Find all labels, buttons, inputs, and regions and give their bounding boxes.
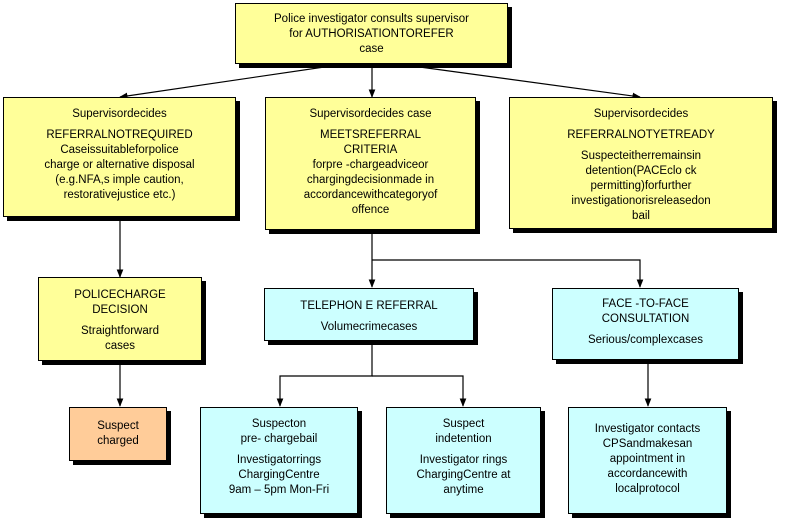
node-line: ChargingCentre at xyxy=(416,468,511,481)
node-line: for AUTHORISATIONTOREFER xyxy=(289,27,454,40)
node-suspect-charged: Suspect charged xyxy=(69,407,167,461)
node-line: accordancewith xyxy=(607,467,688,480)
node-heading: POLICECHARGE xyxy=(74,289,166,301)
arrow-meets-to-face-to-face xyxy=(372,259,644,288)
node-line: ChargingCentre xyxy=(238,468,320,481)
node-heading: REFERRALNOTYETREADY xyxy=(567,128,715,141)
node-title: Supervisordecides xyxy=(72,108,167,120)
node-line: charged xyxy=(97,434,139,447)
node-heading: REFERRALNOTREQUIRED xyxy=(46,128,193,141)
node-line: anytime xyxy=(443,483,484,496)
node-line: offence xyxy=(351,203,390,216)
node-line: CPSandmakesan xyxy=(602,437,693,450)
node-line: detention(PACEclo ck xyxy=(585,164,697,177)
node-consult-supervisor: Police investigator consults supervisor … xyxy=(235,3,508,64)
node-line: permitting)forfurther xyxy=(590,179,692,192)
node-referral-not-yet-ready: Supervisordecides REFERRALNOTYETREADY Su… xyxy=(509,97,773,229)
node-line: Suspecteitherremainsin xyxy=(580,149,702,162)
node-line: Serious/complexcases xyxy=(587,333,704,346)
node-line: restorativejustice etc.) xyxy=(63,188,176,201)
node-heading: Suspect xyxy=(442,418,485,430)
node-line: chargingdecisionmade in xyxy=(306,173,435,186)
node-line: forpre -chargeadviceor xyxy=(312,158,429,171)
arrow-top-to-not-yet-ready xyxy=(404,64,641,100)
node-line: (e.g.NFA,s imple caution, xyxy=(55,173,184,186)
arrow-telephone-to-detention xyxy=(372,375,467,407)
node-face-to-face-consultation: FACE -TO-FACE CONSULTATION Serious/compl… xyxy=(552,288,739,360)
node-line: Straightforward xyxy=(81,324,159,337)
node-heading: Suspecton xyxy=(251,418,307,430)
node-title: Supervisordecides xyxy=(593,108,689,120)
node-suspect-on-bail: Suspecton pre- chargebail Investigatorri… xyxy=(200,407,358,514)
node-heading: DECISION xyxy=(92,303,148,316)
node-line: Suspect xyxy=(97,420,139,432)
node-heading: CONSULTATION xyxy=(601,312,690,325)
node-line: Police investigator consults supervisor xyxy=(274,13,469,25)
node-heading: indetention xyxy=(435,432,492,445)
node-line: Investigator contacts xyxy=(594,423,701,435)
node-police-charge-decision: POLICECHARGE DECISION Straightforward ca… xyxy=(38,277,202,361)
node-referral-not-required: Supervisordecides REFERRALNOTREQUIRED Ca… xyxy=(3,97,236,217)
node-line: Investigator rings xyxy=(419,453,508,466)
node-line: accordancewithcategoryof xyxy=(303,188,438,201)
node-telephone-referral: TELEPHON E REFERRAL Volumecrimecases xyxy=(264,288,474,341)
node-line: bail xyxy=(632,209,650,222)
node-heading: MEETSREFERRAL xyxy=(320,128,421,141)
node-investigator-contacts-cps: Investigator contacts CPSandmakesan appo… xyxy=(568,407,727,514)
arrow-top-to-not-required xyxy=(119,64,339,100)
node-line: 9am – 5pm Mon-Fri xyxy=(228,483,330,496)
node-line: cases xyxy=(104,339,136,352)
node-line: investigationorisreleasedon xyxy=(571,194,711,207)
node-line: Investigatorrings xyxy=(236,453,322,466)
node-line: appointment in xyxy=(609,452,686,465)
node-heading: TELEPHON E REFERRAL xyxy=(300,300,438,312)
node-title: Supervisordecides case xyxy=(309,108,432,120)
node-line: localprotocol xyxy=(615,482,680,495)
node-line: Caseissuitableforpolice xyxy=(60,143,179,156)
node-heading: FACE -TO-FACE xyxy=(602,298,689,310)
arrow-telephone-to-bail xyxy=(276,342,373,407)
node-line: Volumecrimecases xyxy=(320,320,418,333)
node-line: charge or alternative disposal xyxy=(44,158,195,171)
node-heading: pre- chargebail xyxy=(240,432,318,445)
node-heading: CRITERIA xyxy=(343,143,398,156)
node-meets-referral-criteria: Supervisordecides case MEETSREFERRAL CRI… xyxy=(265,97,476,230)
node-suspect-in-detention: Suspect indetention Investigator rings C… xyxy=(386,407,541,514)
node-line: case xyxy=(359,42,384,55)
